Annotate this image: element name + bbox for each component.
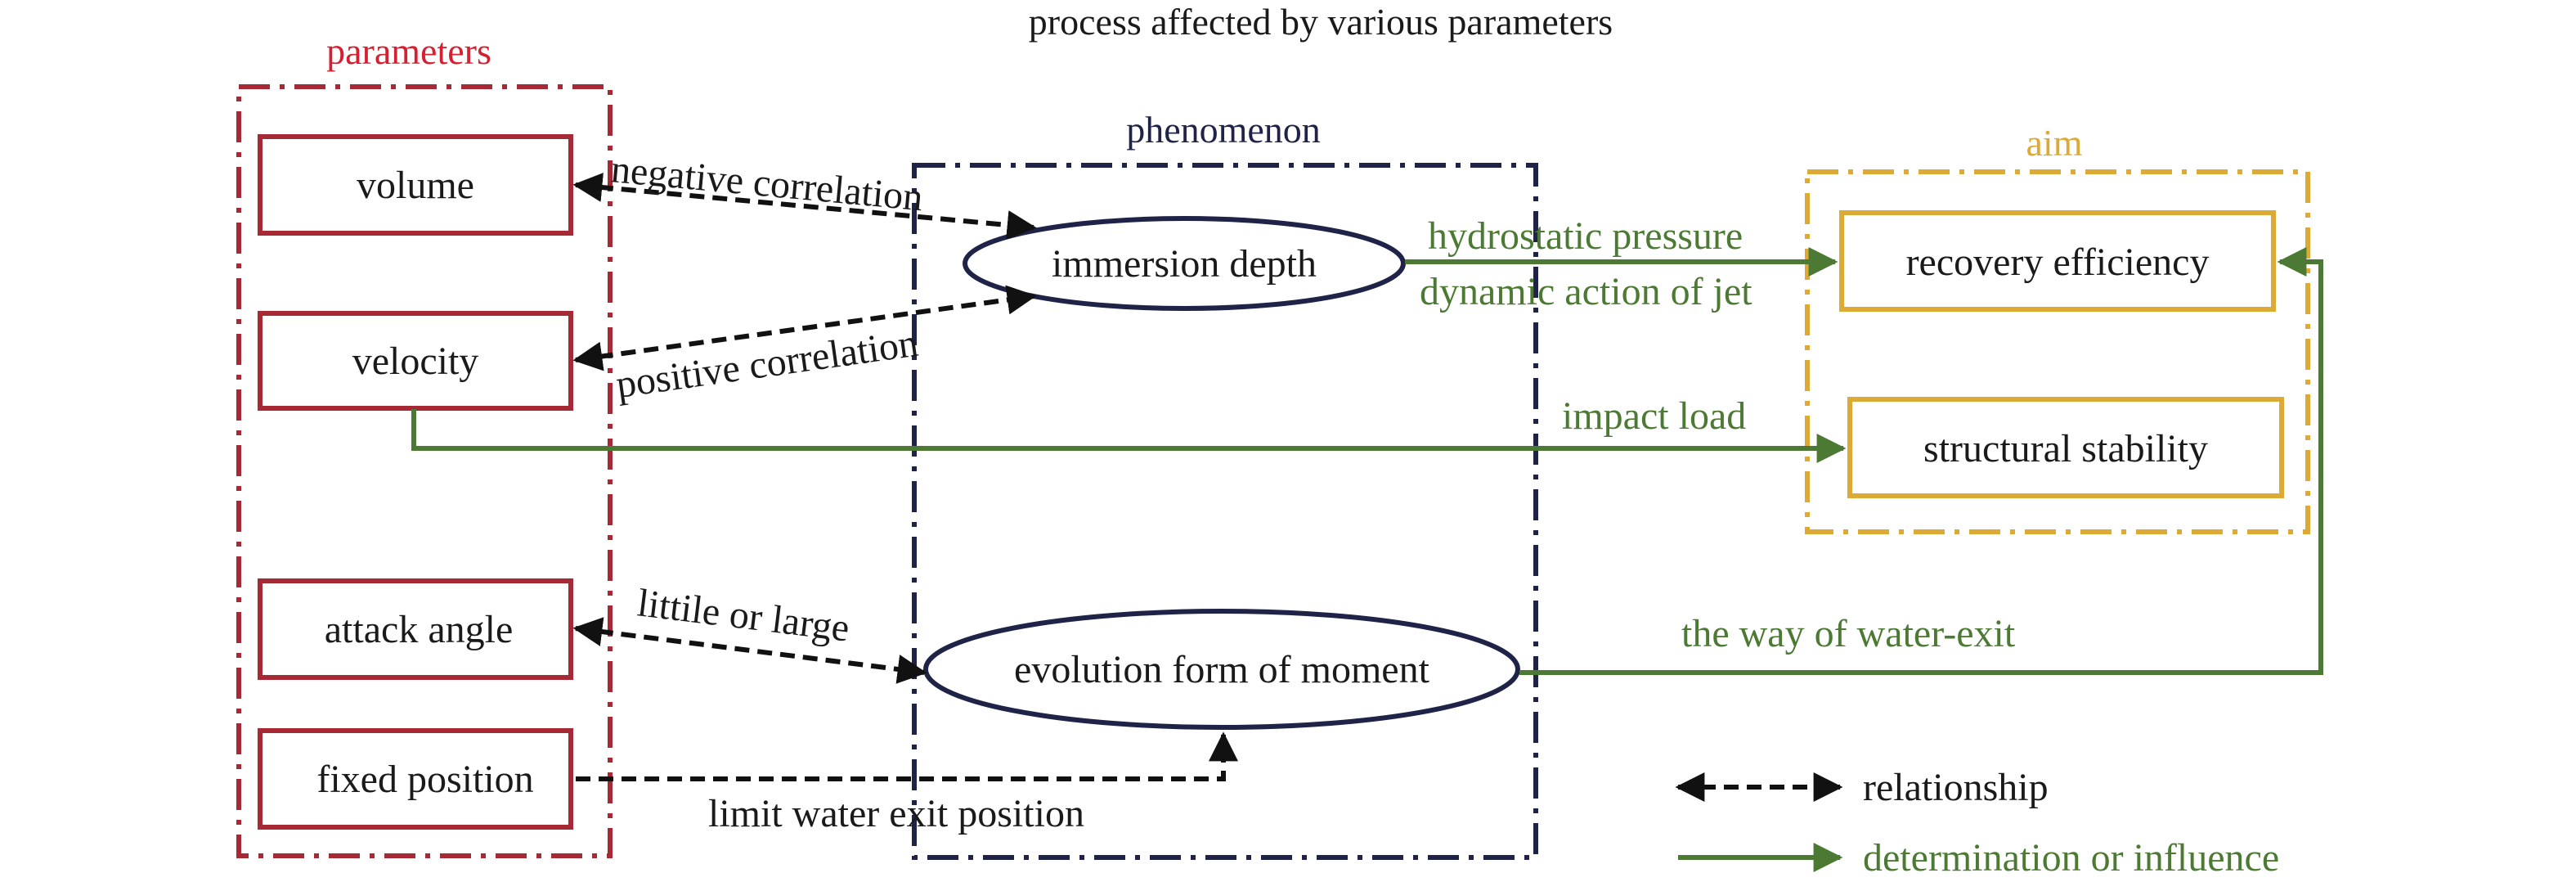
attack-angle-label: attack angle xyxy=(325,608,514,651)
phenomenon-group-title: phenomenon xyxy=(1126,109,1321,151)
immersion-depth-label: immersion depth xyxy=(1052,242,1317,286)
fixed-position-label: fixed position xyxy=(316,758,533,801)
legend-determination-label: determination or influence xyxy=(1863,836,2279,880)
recovery-efficiency-label: recovery efficiency xyxy=(1906,241,2210,284)
way-of-water-exit-label: the way of water-exit xyxy=(1681,612,2016,655)
attack-angle-evolution-arrow xyxy=(572,617,927,684)
impact-load-label: impact load xyxy=(1562,394,1746,438)
structural-stability-box xyxy=(1847,397,2284,498)
fixed-position-evolution-arrow xyxy=(576,731,1238,781)
volume-immersion-arrow xyxy=(572,173,1037,240)
diagram-title: process affected by various parameters xyxy=(1029,1,1613,43)
attack-angle-box xyxy=(258,578,573,680)
velocity-box xyxy=(258,311,573,411)
aim-group-title: aim xyxy=(2026,122,2083,164)
velocity-structural-arrow xyxy=(411,409,1847,463)
phenomenon-group-frame xyxy=(912,163,1538,860)
legend-relationship-label: relationship xyxy=(1863,766,2049,809)
parameters-group-title: parameters xyxy=(326,30,491,72)
evolution-form-label: evolution form of moment xyxy=(1014,648,1430,691)
velocity-immersion-arrow xyxy=(572,285,1037,371)
limit-water-exit-label: limit water exit position xyxy=(708,792,1084,835)
parameters-group-frame xyxy=(236,84,613,858)
aim-group-frame xyxy=(1805,169,2310,534)
immersion-depth-ellipse xyxy=(963,216,1406,311)
fixed-position-box xyxy=(258,728,573,830)
dynamic-action-label: dynamic action of jet xyxy=(1420,270,1752,313)
hydrostatic-pressure-label: hydrostatic pressure xyxy=(1428,214,1743,258)
structural-stability-label: structural stability xyxy=(1923,427,2208,470)
evolution-recovery-arrow xyxy=(1519,247,2323,675)
velocity-label: velocity xyxy=(352,340,479,383)
volume-box xyxy=(258,134,573,236)
volume-label: volume xyxy=(357,164,474,207)
recovery-efficiency-box xyxy=(1839,210,2276,312)
negative-correlation-label: negative correlation xyxy=(609,147,925,219)
